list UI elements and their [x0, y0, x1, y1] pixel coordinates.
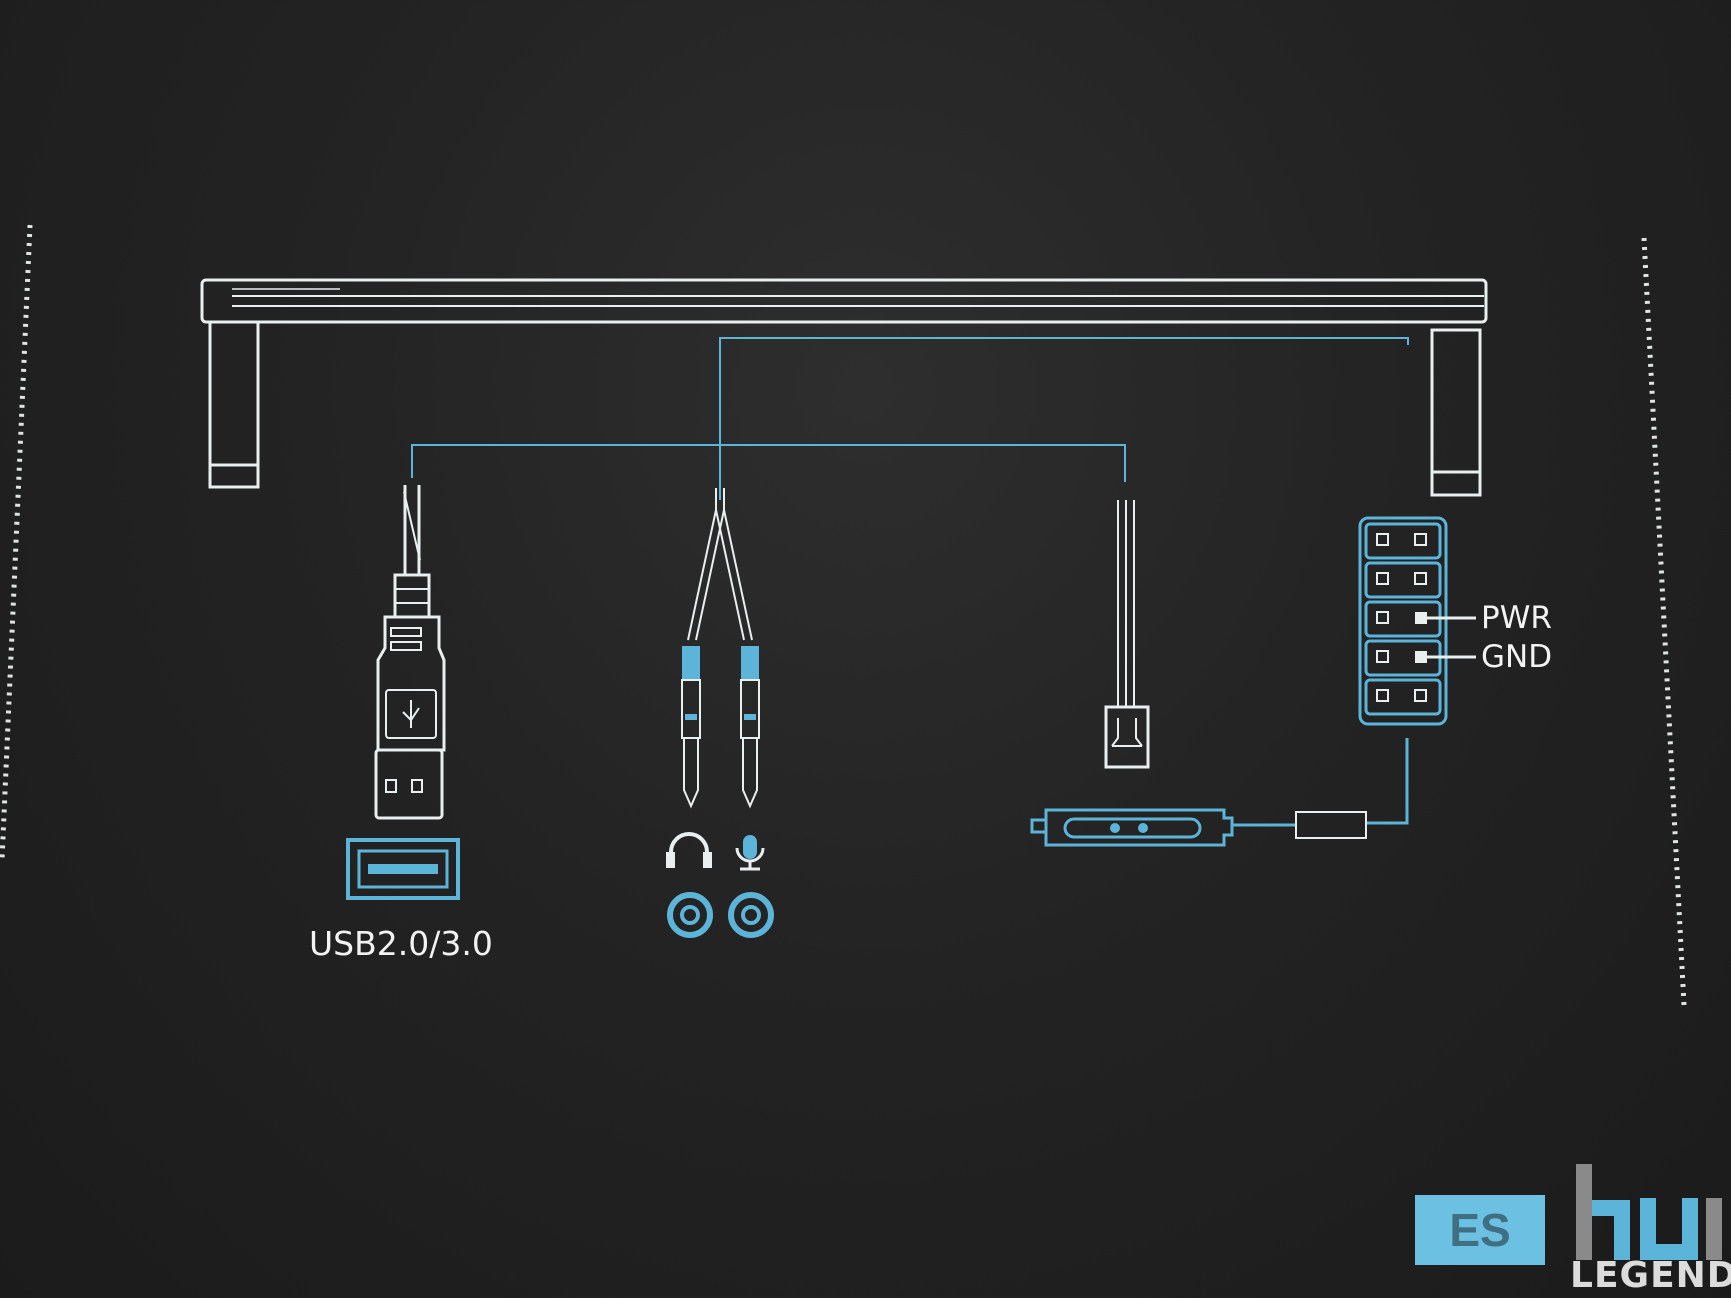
headphone-plug-icon — [681, 646, 701, 809]
pin-header-icon — [1358, 516, 1476, 726]
left-dotted-border — [0, 224, 33, 861]
language-badge: ES — [1415, 1195, 1545, 1265]
monitor-stand — [200, 278, 1488, 497]
pwr-label: PWR — [1481, 600, 1552, 636]
microphone-icon — [735, 835, 765, 871]
audio-cable-icon — [687, 488, 753, 641]
gnd-label: GND — [1481, 639, 1552, 675]
usb-connector-icon — [374, 485, 446, 820]
cable-routes — [411, 337, 1409, 825]
watermark-logo: LEGEND — [1570, 1160, 1731, 1298]
power-cable-icon — [1104, 500, 1150, 769]
mic-plug-icon — [740, 646, 760, 809]
headphone-jack-icon — [667, 892, 713, 938]
usb-port-icon — [346, 838, 460, 900]
usb-label: USB2.0/3.0 — [309, 924, 493, 963]
pci-bracket-icon — [1030, 808, 1367, 847]
headphone-icon — [666, 832, 712, 868]
logo-mark-icon — [1576, 1164, 1722, 1260]
mic-jack-icon — [728, 892, 774, 938]
right-dotted-border — [1641, 237, 1687, 1006]
watermark-text: LEGEND — [1570, 1255, 1731, 1296]
